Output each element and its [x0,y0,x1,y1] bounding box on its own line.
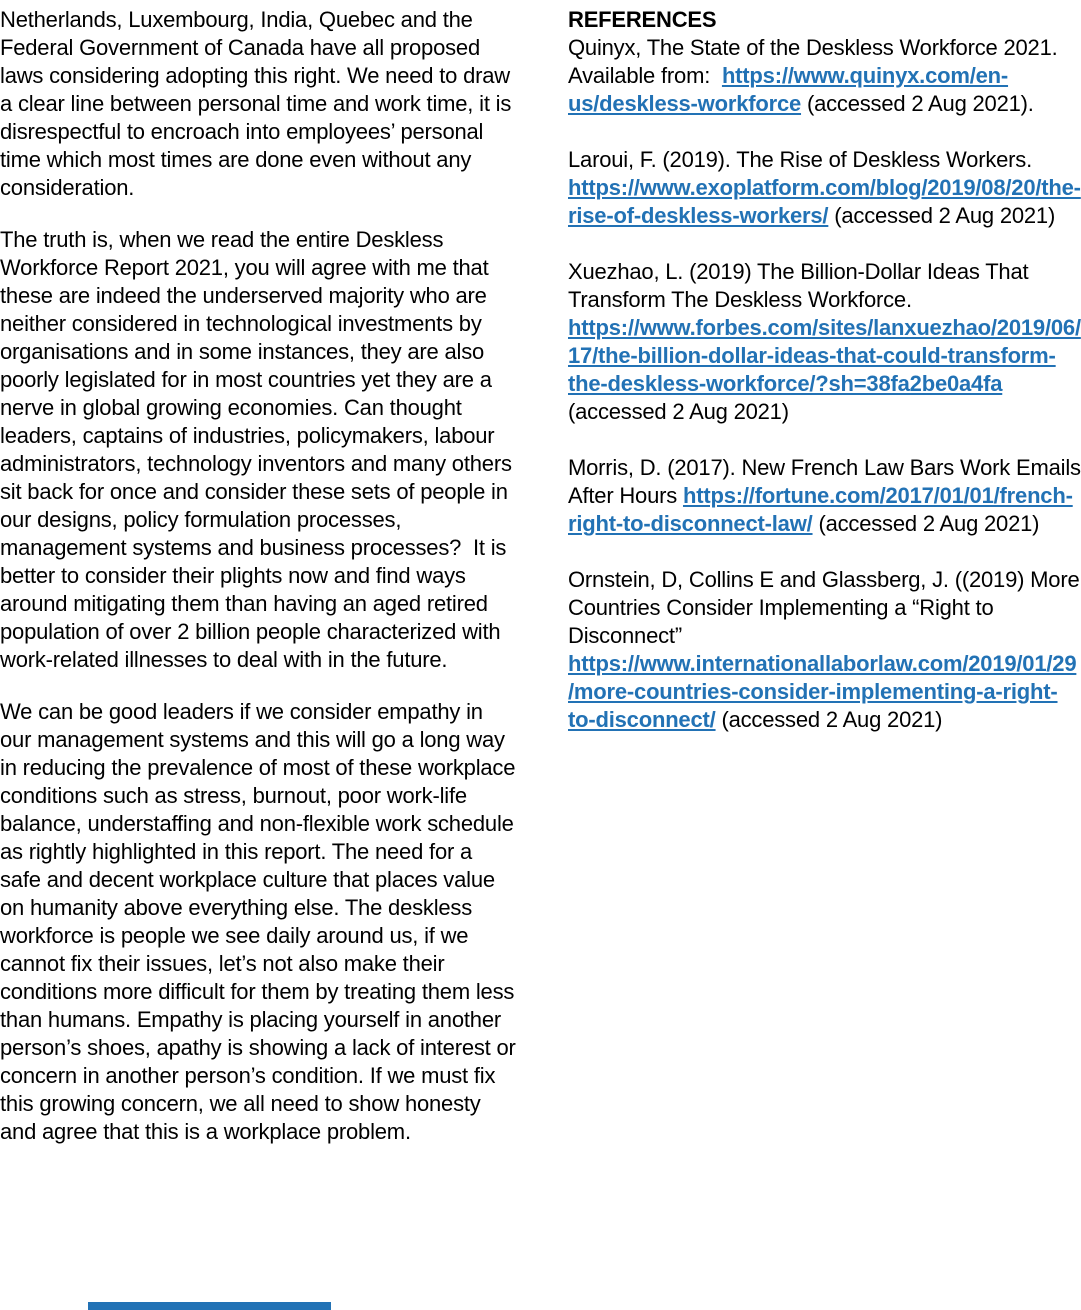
references-list: Quinyx, The State of the Deskless Workfo… [568,34,1081,734]
reference-text: (accessed 2 Aug 2021) [715,707,943,732]
reference-link[interactable]: https://www.internationallaborlaw.com/20… [568,651,1077,732]
reference-text: (accessed 2 Aug 2021) [568,371,1009,424]
reference-link[interactable]: https://www.exoplatform.com/blog/2019/08… [568,175,1081,228]
body-paragraph-1: Netherlands, Luxembourg, India, Quebec a… [0,7,518,200]
reference-4: Morris, D. (2017). New French Law Bars W… [568,454,1081,538]
reference-link[interactable]: https://fortune.com/2017/01/01/french-ri… [568,483,1073,536]
body-paragraph-2: The truth is, when we read the entire De… [0,227,518,672]
references-heading: REFERENCES [568,7,717,32]
reference-text: Morris, D. (2017). New French Law Bars W… [568,455,1081,508]
left-column: Netherlands, Luxembourg, India, Quebec a… [0,6,516,1170]
reference-text: (accessed 2 Aug 2021) [828,203,1056,228]
reference-link[interactable]: https://www.quinyx.com/en-us/deskless-wo… [568,63,1009,116]
reference-text: Laroui, F. (2019). The Rise of Deskless … [568,147,1038,172]
reference-5: Ornstein, D, Collins E and Glassberg, J.… [568,566,1081,734]
clipped-blue-bar [88,1302,331,1310]
reference-text: Xuezhao, L. (2019) The Billion-Dollar Id… [568,259,1034,312]
reference-3: Xuezhao, L. (2019) The Billion-Dollar Id… [568,258,1081,426]
reference-link[interactable]: https://www.forbes.com/sites/lanxuezhao/… [568,315,1081,396]
reference-text: Quinyx, The State of the Deskless Workfo… [568,35,1063,88]
reference-text: (accessed 2 Aug 2021) [812,511,1040,536]
reference-2: Laroui, F. (2019). The Rise of Deskless … [568,146,1081,230]
reference-text: (accessed 2 Aug 2021). [801,91,1034,116]
reference-1: Quinyx, The State of the Deskless Workfo… [568,34,1081,118]
reference-text: Ornstein, D, Collins E and Glassberg, J.… [568,567,1080,648]
right-column: REFERENCES Quinyx, The State of the Desk… [568,6,1081,762]
body-paragraph-3: We can be good leaders if we consider em… [0,699,522,1144]
